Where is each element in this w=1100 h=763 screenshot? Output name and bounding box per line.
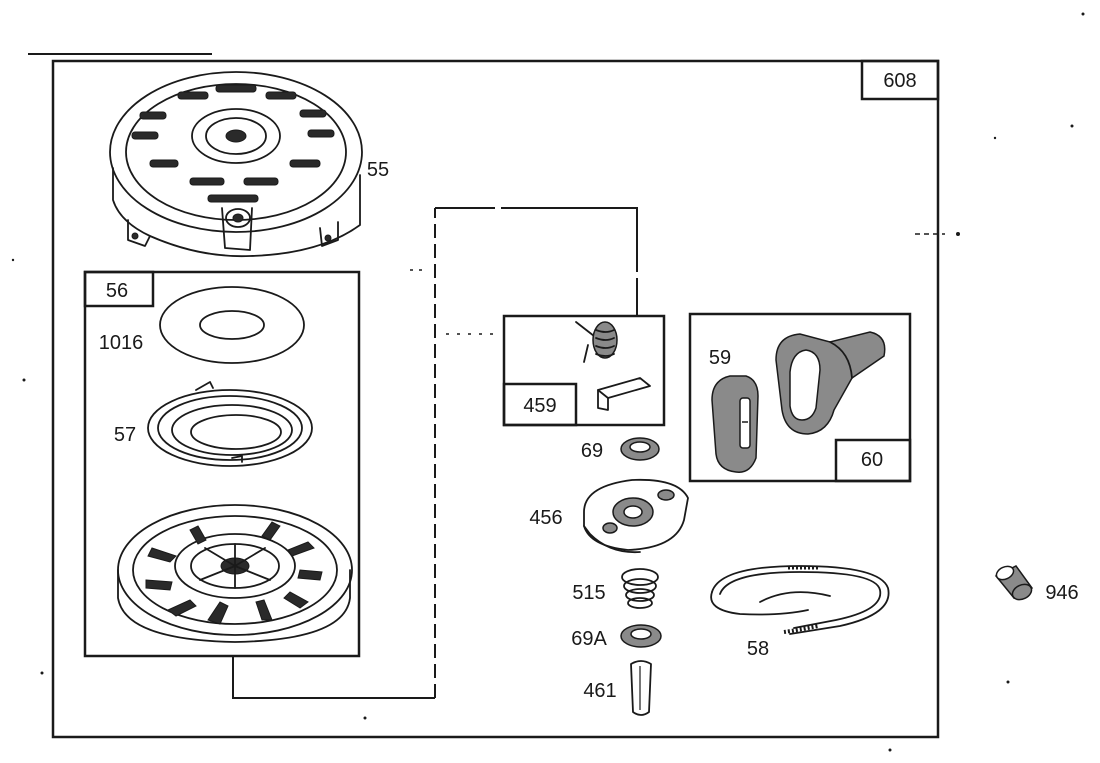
rewind-spring-57 [147,381,313,467]
connector-line-top [435,207,638,316]
label-946: 946 [1045,582,1078,604]
assembly-frame [51,59,940,739]
label-456: 456 [529,507,562,529]
pawl-kit-label-box [502,382,578,427]
label-55: 55 [367,159,389,181]
label-459: 459 [523,395,556,417]
starter-handle [775,331,886,435]
scan-marks [11,12,1085,752]
pulley-assembly-label-box [83,270,155,308]
pulley-assembly-box [83,270,361,658]
washer-69 [620,437,660,461]
label-69: 69 [581,440,603,462]
label-608: 608 [883,70,916,92]
rope-insert-59 [711,375,759,473]
label-515: 515 [572,582,605,604]
label-1016: 1016 [99,332,144,354]
connector-line [232,656,435,699]
pulley [117,504,353,643]
label-60: 60 [861,449,883,471]
label-59: 59 [709,347,731,369]
starter-rope-58 [710,565,890,635]
label-58: 58 [747,638,769,660]
pawl-spring [575,321,618,363]
pawl-kit-box [502,314,666,427]
pin-461 [630,660,652,716]
washer-69a [620,624,662,648]
handle-kit-label-box [834,438,912,483]
label-56: 56 [106,280,128,302]
spring-515 [621,568,659,609]
starter-housing [109,71,363,258]
assembly-label-box [860,59,940,101]
label-57: 57 [114,424,136,446]
label-461: 461 [583,680,616,702]
label-69a: 69A [571,628,607,650]
washer-1016 [159,286,305,364]
retainer-456 [583,478,689,554]
bushing-946 [994,565,1034,601]
handle-kit-box [688,312,912,483]
pawl [597,377,651,411]
